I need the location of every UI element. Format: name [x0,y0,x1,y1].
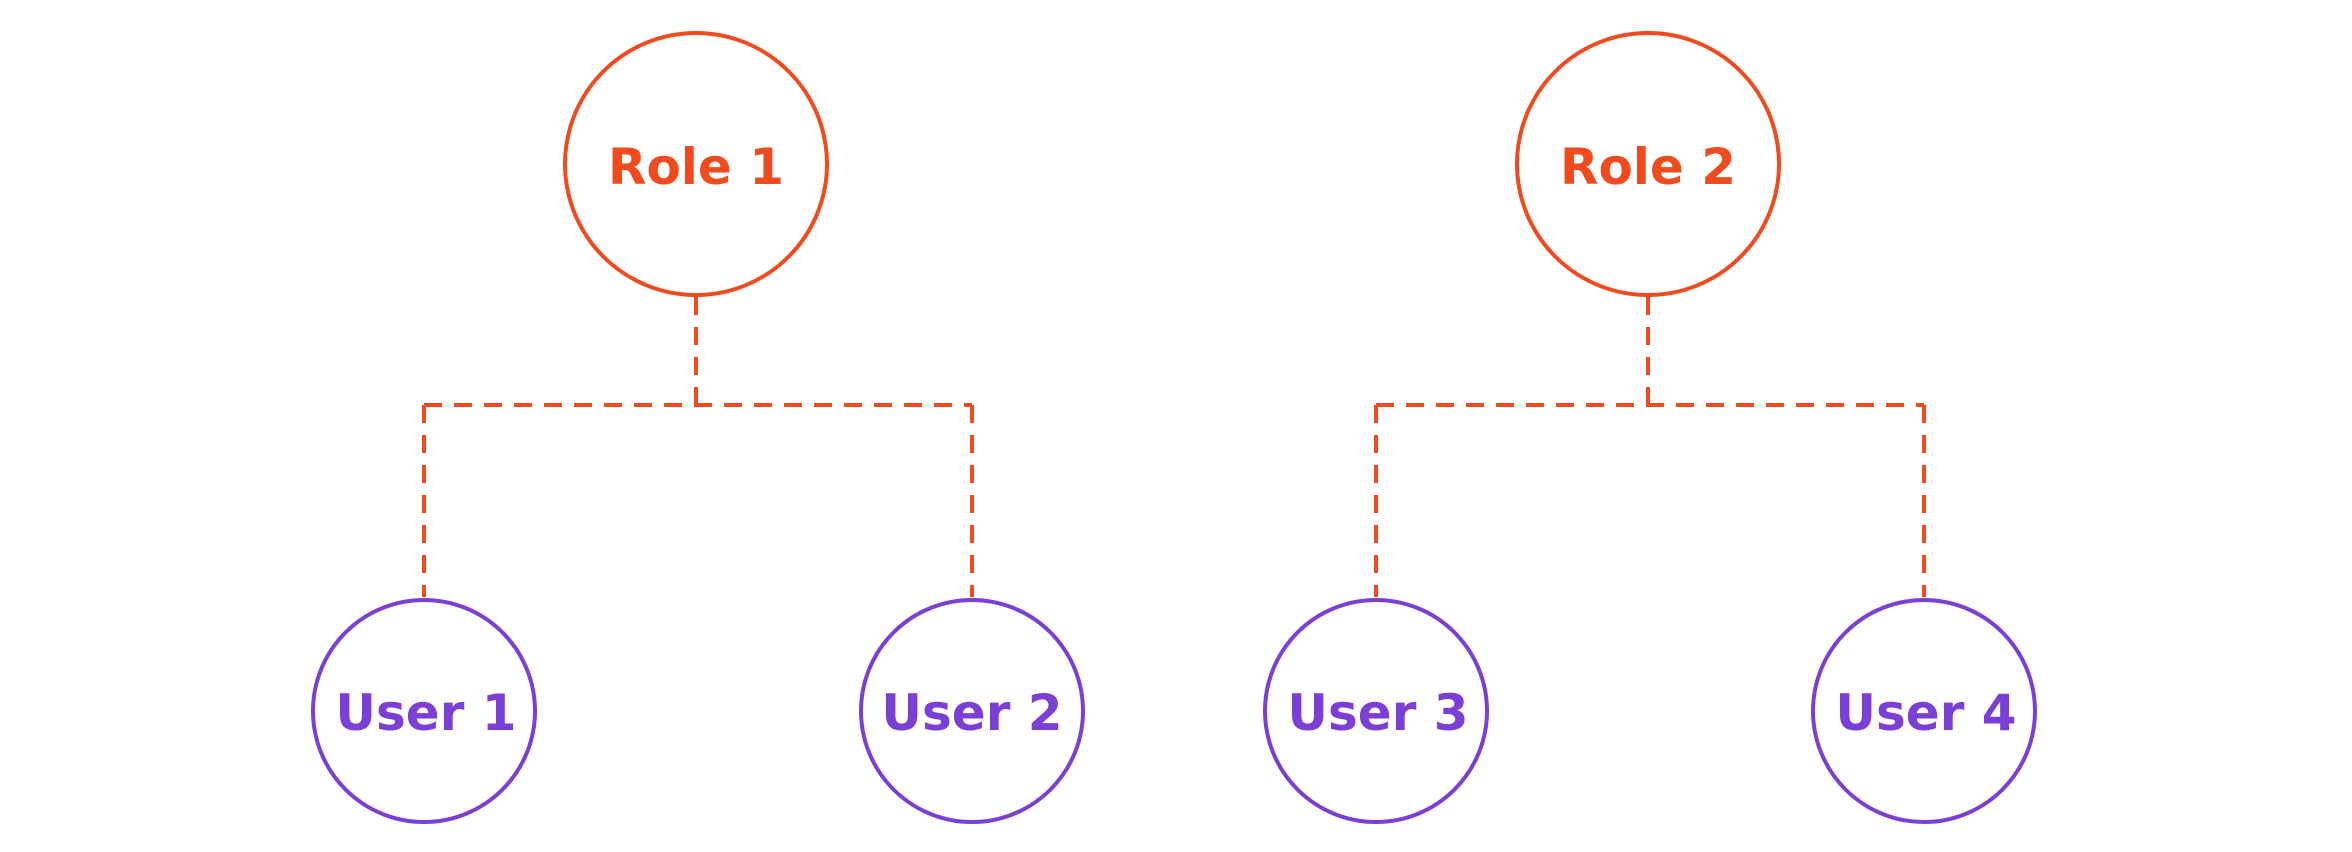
user-node-3 [1263,598,1489,824]
role-label-2: Role 2 [1560,138,1736,196]
user-node-1 [311,598,537,824]
role-group-1: Role 1 User 1 User 2 [311,31,1085,824]
role-group-2: Role 2 User 3 User 4 [1263,31,2037,824]
role-node-1 [563,31,829,297]
user-label-2: User 2 [881,684,1062,742]
connector-role-1 [422,297,974,597]
user-node-2 [859,598,1085,824]
user-node-4 [1811,598,2037,824]
connector-role-2 [1374,297,1926,597]
user-label-1: User 1 [335,684,516,742]
user-label-3: User 3 [1287,684,1468,742]
role-label-1: Role 1 [608,138,784,196]
user-label-4: User 4 [1835,684,2016,742]
role-node-2 [1515,31,1781,297]
